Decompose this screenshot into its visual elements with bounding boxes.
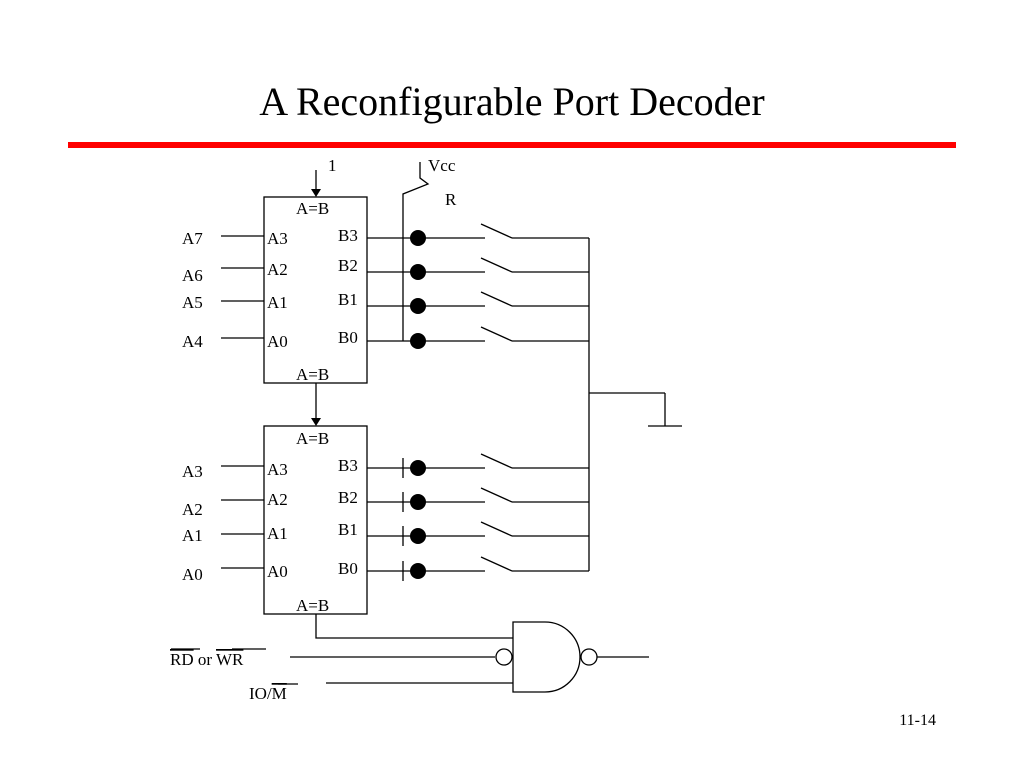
- top-comparator-enable-in-label: 1: [328, 156, 337, 175]
- top-ext-input-label: A7: [182, 229, 203, 248]
- vcc-label: Vcc: [428, 156, 456, 175]
- bottom-b-pin-label: B3: [338, 456, 358, 475]
- rd-or-wr-label: RD or WR: [170, 648, 266, 669]
- bottom-b-pin-label: B1: [338, 520, 358, 539]
- top-comparator: 1 A=B A=B A7 A6 A5 A4 A3 A2 A1 A0 B3 B2 …: [182, 156, 589, 384]
- junction-dot: [410, 264, 426, 280]
- top-ext-input-label: A4: [182, 332, 203, 351]
- switch-blade: [480, 453, 513, 469]
- bottom-ext-input-label: A1: [182, 526, 203, 545]
- bottom-ext-input-label: A3: [182, 462, 203, 481]
- bottom-ext-input-label: A2: [182, 500, 203, 519]
- switch-blade: [480, 556, 513, 572]
- junction-dot: [410, 528, 426, 544]
- switch-blade: [480, 487, 513, 503]
- bottom-comparator-top-label: A=B: [296, 429, 329, 448]
- junction-dot: [410, 563, 426, 579]
- junction-dot: [410, 460, 426, 476]
- top-comparator-top-label: A=B: [296, 199, 329, 218]
- rd-label: RD: [170, 650, 194, 669]
- top-a-pin-label: A3: [267, 229, 288, 248]
- top-comparator-box: [263, 196, 368, 384]
- m-label: M: [272, 684, 287, 703]
- title-rule: [68, 142, 956, 148]
- bottom-comparator-box: [263, 425, 368, 615]
- switch-blade: [480, 521, 513, 537]
- inverted-input-bubble: [495, 648, 513, 666]
- bottom-comparator: A=B A=B A3 A2 A1 A0 A3 A2 A1 A0 B3 B2 B1…: [182, 425, 589, 615]
- top-comparator-out-label: A=B: [296, 365, 329, 384]
- switch-blade: [480, 223, 513, 239]
- top-a-pin-label: A2: [267, 260, 288, 279]
- nand-gate-body: [512, 621, 581, 693]
- bottom-a-pin-label: A0: [267, 562, 288, 581]
- io-m-text: IO/M: [249, 684, 287, 703]
- top-ext-input-label: A6: [182, 266, 203, 285]
- junction-dot: [410, 494, 426, 510]
- or-label: or: [198, 650, 213, 669]
- top-b-pin-label: B2: [338, 256, 358, 275]
- nand-gate: [290, 614, 649, 693]
- bottom-comparator-out-label: A=B: [296, 596, 329, 615]
- junction-dot: [410, 333, 426, 349]
- bottom-a-pin-label: A3: [267, 460, 288, 479]
- top-a-pin-label: A0: [267, 332, 288, 351]
- switch-blade: [480, 326, 513, 342]
- cascade-arrow-head: [311, 418, 321, 426]
- ground-bus: [588, 238, 682, 571]
- pullup-resistor: Vcc R: [402, 156, 457, 210]
- junction-dot: [410, 230, 426, 246]
- rd-or-wr-text: RD or WR: [170, 650, 244, 669]
- io-label: IO/: [249, 684, 272, 703]
- top-b-pin-label: B1: [338, 290, 358, 309]
- top-ext-input-label: A5: [182, 293, 203, 312]
- bottom-a-pin-label: A1: [267, 524, 288, 543]
- switch-blade: [480, 257, 513, 273]
- junction-dot: [410, 298, 426, 314]
- bottom-a-pin-label: A2: [267, 490, 288, 509]
- wr-label: WR: [216, 650, 244, 669]
- resistor-symbol: [402, 162, 430, 210]
- bottom-b-pin-label: B0: [338, 559, 358, 578]
- switch-blade: [480, 291, 513, 307]
- enable-arrow-head: [311, 189, 321, 197]
- output-bubble: [580, 648, 598, 666]
- enable-to-gate-wire: [315, 614, 513, 639]
- page-number: 11-14: [899, 712, 936, 729]
- top-a-pin-label: A1: [267, 293, 288, 312]
- top-b-pin-label: B0: [338, 328, 358, 347]
- slide-title: A Reconfigurable Port Decoder: [259, 79, 765, 124]
- bottom-b-pin-label: B2: [338, 488, 358, 507]
- io-m-label: IO/M: [249, 683, 298, 703]
- bottom-ext-input-label: A0: [182, 565, 203, 584]
- resistor-label: R: [445, 190, 457, 209]
- top-b-pin-label: B3: [338, 226, 358, 245]
